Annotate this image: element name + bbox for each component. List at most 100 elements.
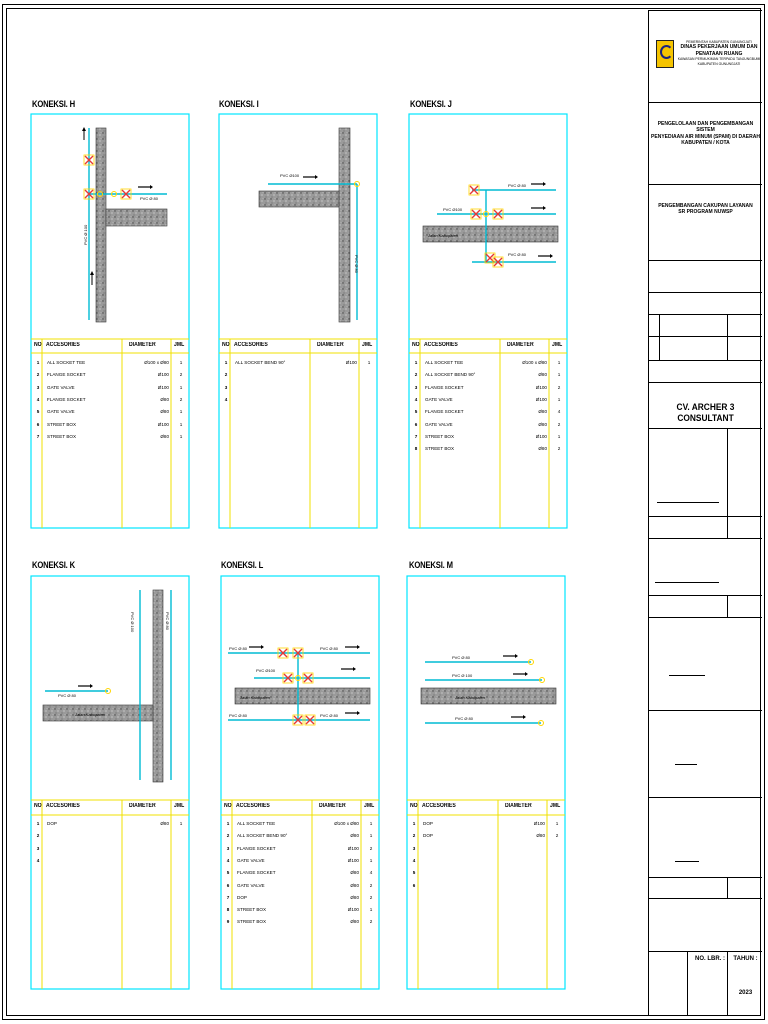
row-accessory: ALL SOCKET TEE bbox=[237, 821, 276, 826]
svg-text:Jalan Kabupaten: Jalan Kabupaten bbox=[454, 695, 486, 700]
row-number: 5 bbox=[414, 409, 418, 415]
row-accessory: GATE VALVE bbox=[237, 857, 265, 863]
row-quantity: 1 bbox=[557, 433, 561, 439]
row-accessory: GATE VALVE bbox=[47, 409, 75, 415]
row-diameter: Ø100 bbox=[533, 821, 545, 826]
panel-j: Jalan Kabupaten PVC Ø 80 PVC Ø100 PVC Ø … bbox=[408, 113, 568, 529]
row-number: 2 bbox=[224, 372, 228, 378]
agency-line5: KABUPATEN GUNUNGJATI bbox=[697, 61, 741, 66]
row-number: 4 bbox=[36, 857, 40, 863]
panel-m: Jalan Kabupaten PVC Ø 80 PVC Ø 100 PVC Ø… bbox=[406, 575, 566, 990]
row-diameter: Ø80 bbox=[350, 882, 359, 888]
row-diameter: Ø80 bbox=[538, 446, 547, 452]
panel-i: PVC Ø100 PVC Ø 80 bbox=[218, 113, 378, 529]
row-number: 1 bbox=[224, 360, 228, 365]
row-diameter: Ø100 x Ø80 bbox=[334, 821, 359, 826]
row-diameter: Ø100 bbox=[535, 396, 547, 402]
table-header-cell: ACCESORIES bbox=[236, 803, 270, 809]
agency-line4: KAWASAN PERMUKIMAN TERPADU TANJUNGBUMI bbox=[677, 57, 761, 62]
row-quantity: 2 bbox=[557, 384, 561, 390]
table-row: 4 bbox=[219, 397, 377, 405]
table-header-cell: JML bbox=[552, 342, 563, 348]
row-quantity: 2 bbox=[369, 882, 373, 888]
svg-text:PVC Ø 80: PVC Ø 80 bbox=[229, 713, 248, 718]
table-row: 4 bbox=[407, 858, 565, 866]
table-row: 2 bbox=[31, 833, 189, 841]
table-header-cell: NO bbox=[412, 342, 420, 348]
row-diameter: Ø80 bbox=[538, 372, 547, 378]
row-accessory: ALL SOCKET BEND 90° bbox=[235, 360, 286, 365]
agency-block: PEMERINTAH KABUPATEN GUNUNGJATI DINAS PE… bbox=[677, 40, 761, 66]
row-diameter: Ø80 bbox=[536, 833, 545, 839]
panel-k: Jalan Kabupaten PVC Ø 80 PVC Ø 100 PVC Ø… bbox=[30, 575, 190, 990]
row-accessory: ALL SOCKET TEE bbox=[425, 360, 464, 365]
agency-line1: PEMERINTAH KABUPATEN GUNUNGJATI bbox=[686, 40, 752, 44]
row-number: 2 bbox=[226, 833, 230, 839]
row-accessory: FLANGE SOCKET bbox=[425, 409, 464, 415]
panel-title-i: KONEKSI. I bbox=[219, 99, 259, 109]
row-diameter: Ø100 bbox=[347, 857, 359, 863]
row-number: 3 bbox=[226, 845, 230, 851]
row-quantity: 1 bbox=[179, 821, 183, 826]
row-quantity: 1 bbox=[369, 821, 373, 826]
row-accessory: DOP bbox=[423, 833, 433, 839]
row-accessory: FLANGE SOCKET bbox=[237, 870, 276, 876]
svg-text:PVC Ø 80: PVC Ø 80 bbox=[320, 646, 339, 651]
row-number: 8 bbox=[414, 446, 418, 452]
panel-m-border bbox=[406, 575, 566, 990]
row-number: 1 bbox=[414, 360, 418, 365]
row-number: 9 bbox=[226, 919, 230, 925]
title-block: PEMERINTAH KABUPATEN GUNUNGJATI DINAS PE… bbox=[648, 10, 762, 1016]
table-header-cell: NO bbox=[222, 342, 230, 348]
row-number: 1 bbox=[36, 821, 40, 826]
panel-title-h: KONEKSI. H bbox=[32, 99, 75, 109]
row-accessory: ALL SOCKET BEND 90° bbox=[237, 833, 288, 839]
road-horizontal bbox=[105, 208, 168, 227]
row-accessory: FLANGE SOCKET bbox=[47, 372, 86, 378]
row-quantity: 2 bbox=[369, 919, 373, 925]
row-number: 3 bbox=[414, 384, 418, 390]
agency-line3: PENATAAN RUANG bbox=[695, 50, 743, 57]
row-diameter: Ø80 bbox=[350, 894, 359, 900]
svg-text:Jalan Kabupaten: Jalan Kabupaten bbox=[239, 695, 271, 700]
svg-text:PVC Ø 80: PVC Ø 80 bbox=[508, 252, 527, 257]
row-accessory: STREET BOX bbox=[425, 446, 455, 452]
row-number: 1 bbox=[226, 821, 230, 826]
row-number: 2 bbox=[36, 372, 40, 378]
row-number: 6 bbox=[36, 421, 40, 427]
table-row: 5 bbox=[407, 870, 565, 878]
svg-text:PVC Ø 80: PVC Ø 80 bbox=[508, 183, 527, 188]
row-quantity: 4 bbox=[557, 409, 561, 415]
table-header-cell: ACCESORIES bbox=[46, 803, 80, 809]
table-row: 1 ALL SOCKET TEE Ø100 x Ø80 1 bbox=[221, 821, 379, 829]
table-row: 3 bbox=[219, 385, 377, 393]
row-number: 8 bbox=[226, 907, 230, 913]
row-diameter: Ø80 bbox=[160, 409, 169, 415]
row-accessory: ALL SOCKET BEND 90° bbox=[425, 372, 476, 378]
row-number: 3 bbox=[412, 845, 416, 851]
table-row: 6 bbox=[407, 883, 565, 891]
row-accessory: FLANGE SOCKET bbox=[425, 384, 464, 390]
panel-h-border bbox=[30, 113, 190, 529]
row-number: 6 bbox=[414, 421, 418, 427]
table-header-cell: DIAMETER bbox=[317, 342, 344, 348]
row-accessory: STREET BOX bbox=[47, 433, 77, 439]
row-accessory: FLANGE SOCKET bbox=[47, 396, 86, 402]
row-quantity: 1 bbox=[369, 907, 373, 913]
table-header-cell: DIAMETER bbox=[129, 342, 156, 348]
signature-line-2 bbox=[655, 582, 719, 583]
table-row: 3 bbox=[31, 846, 189, 854]
row-accessory: DOP bbox=[47, 821, 57, 826]
panel-k-border bbox=[30, 575, 190, 990]
